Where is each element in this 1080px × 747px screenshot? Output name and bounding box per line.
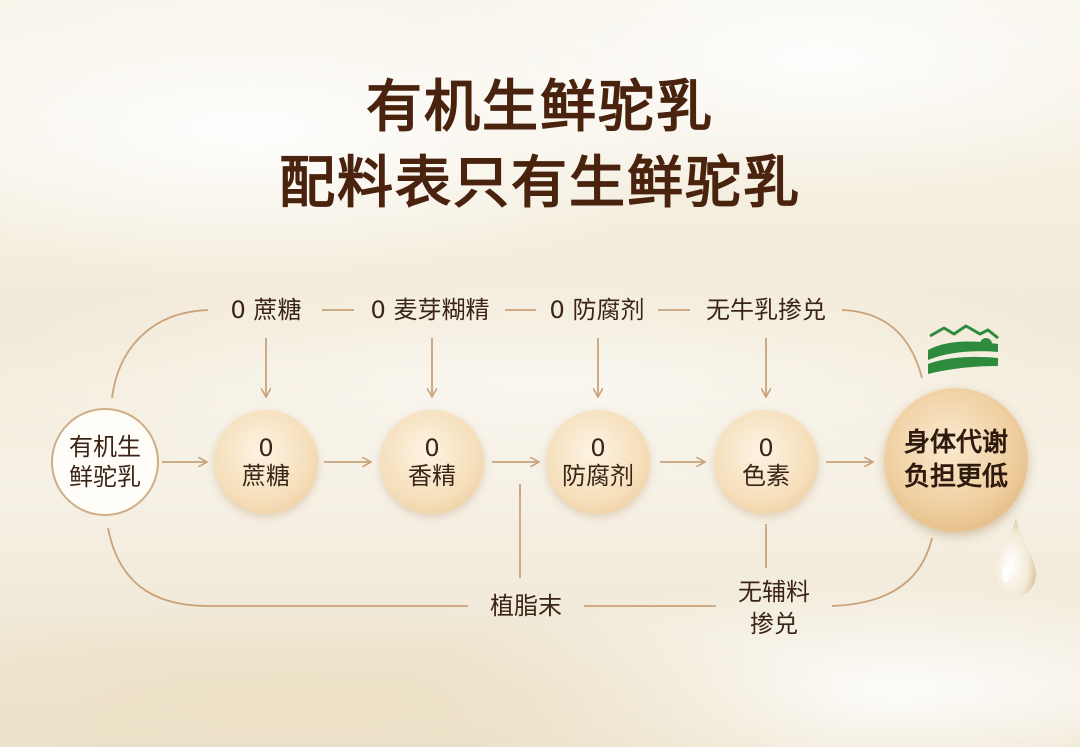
bubble-zero: 0 [590,434,606,462]
bottom-label-no-aux-line-1: 无辅料 [738,578,810,606]
page-title-line-1: 有机生鲜驼乳 [366,75,714,140]
milk-drop-icon [994,518,1036,596]
bubble-label: 色素 [742,462,790,490]
source-line-2: 鲜驼乳 [69,463,141,491]
bubble-sucrose: 0 蔗糖 [214,410,318,514]
bubble-label: 蔗糖 [242,462,290,490]
bubble-preservative: 0 防腐剂 [546,410,650,514]
bubble-zero: 0 [424,434,440,462]
top-label-no-preservative: 0 防腐剂 [549,296,645,324]
result-line-2: 负担更低 [903,462,1008,492]
source-line-1: 有机生 [69,433,141,461]
bubble-label: 香精 [408,462,456,490]
result-line-1: 身体代谢 [903,428,1008,458]
bubble-zero: 0 [258,434,274,462]
bottom-label-veg-fat: 植脂末 [490,592,562,620]
bottom-label-no-aux-line-2: 掺兑 [750,610,798,638]
page-title-line-2: 配料表只有生鲜驼乳 [279,151,801,216]
bubble-colorant: 0 色素 [714,410,818,514]
top-label-no-maltodextrin: 0 麦芽糊精 [370,296,490,324]
bubble-label: 防腐剂 [562,462,634,490]
top-label-no-sucrose: 0 蔗糖 [230,296,302,324]
top-label-no-cow-milk: 无牛乳掺兑 [706,296,826,324]
result-bubble: 身体代谢 负担更低 [884,388,1028,532]
source-bubble: 有机生 鲜驼乳 [51,408,159,516]
bubble-flavor: 0 香精 [380,410,484,514]
organic-field-icon [928,324,999,374]
bubble-zero: 0 [758,434,774,462]
